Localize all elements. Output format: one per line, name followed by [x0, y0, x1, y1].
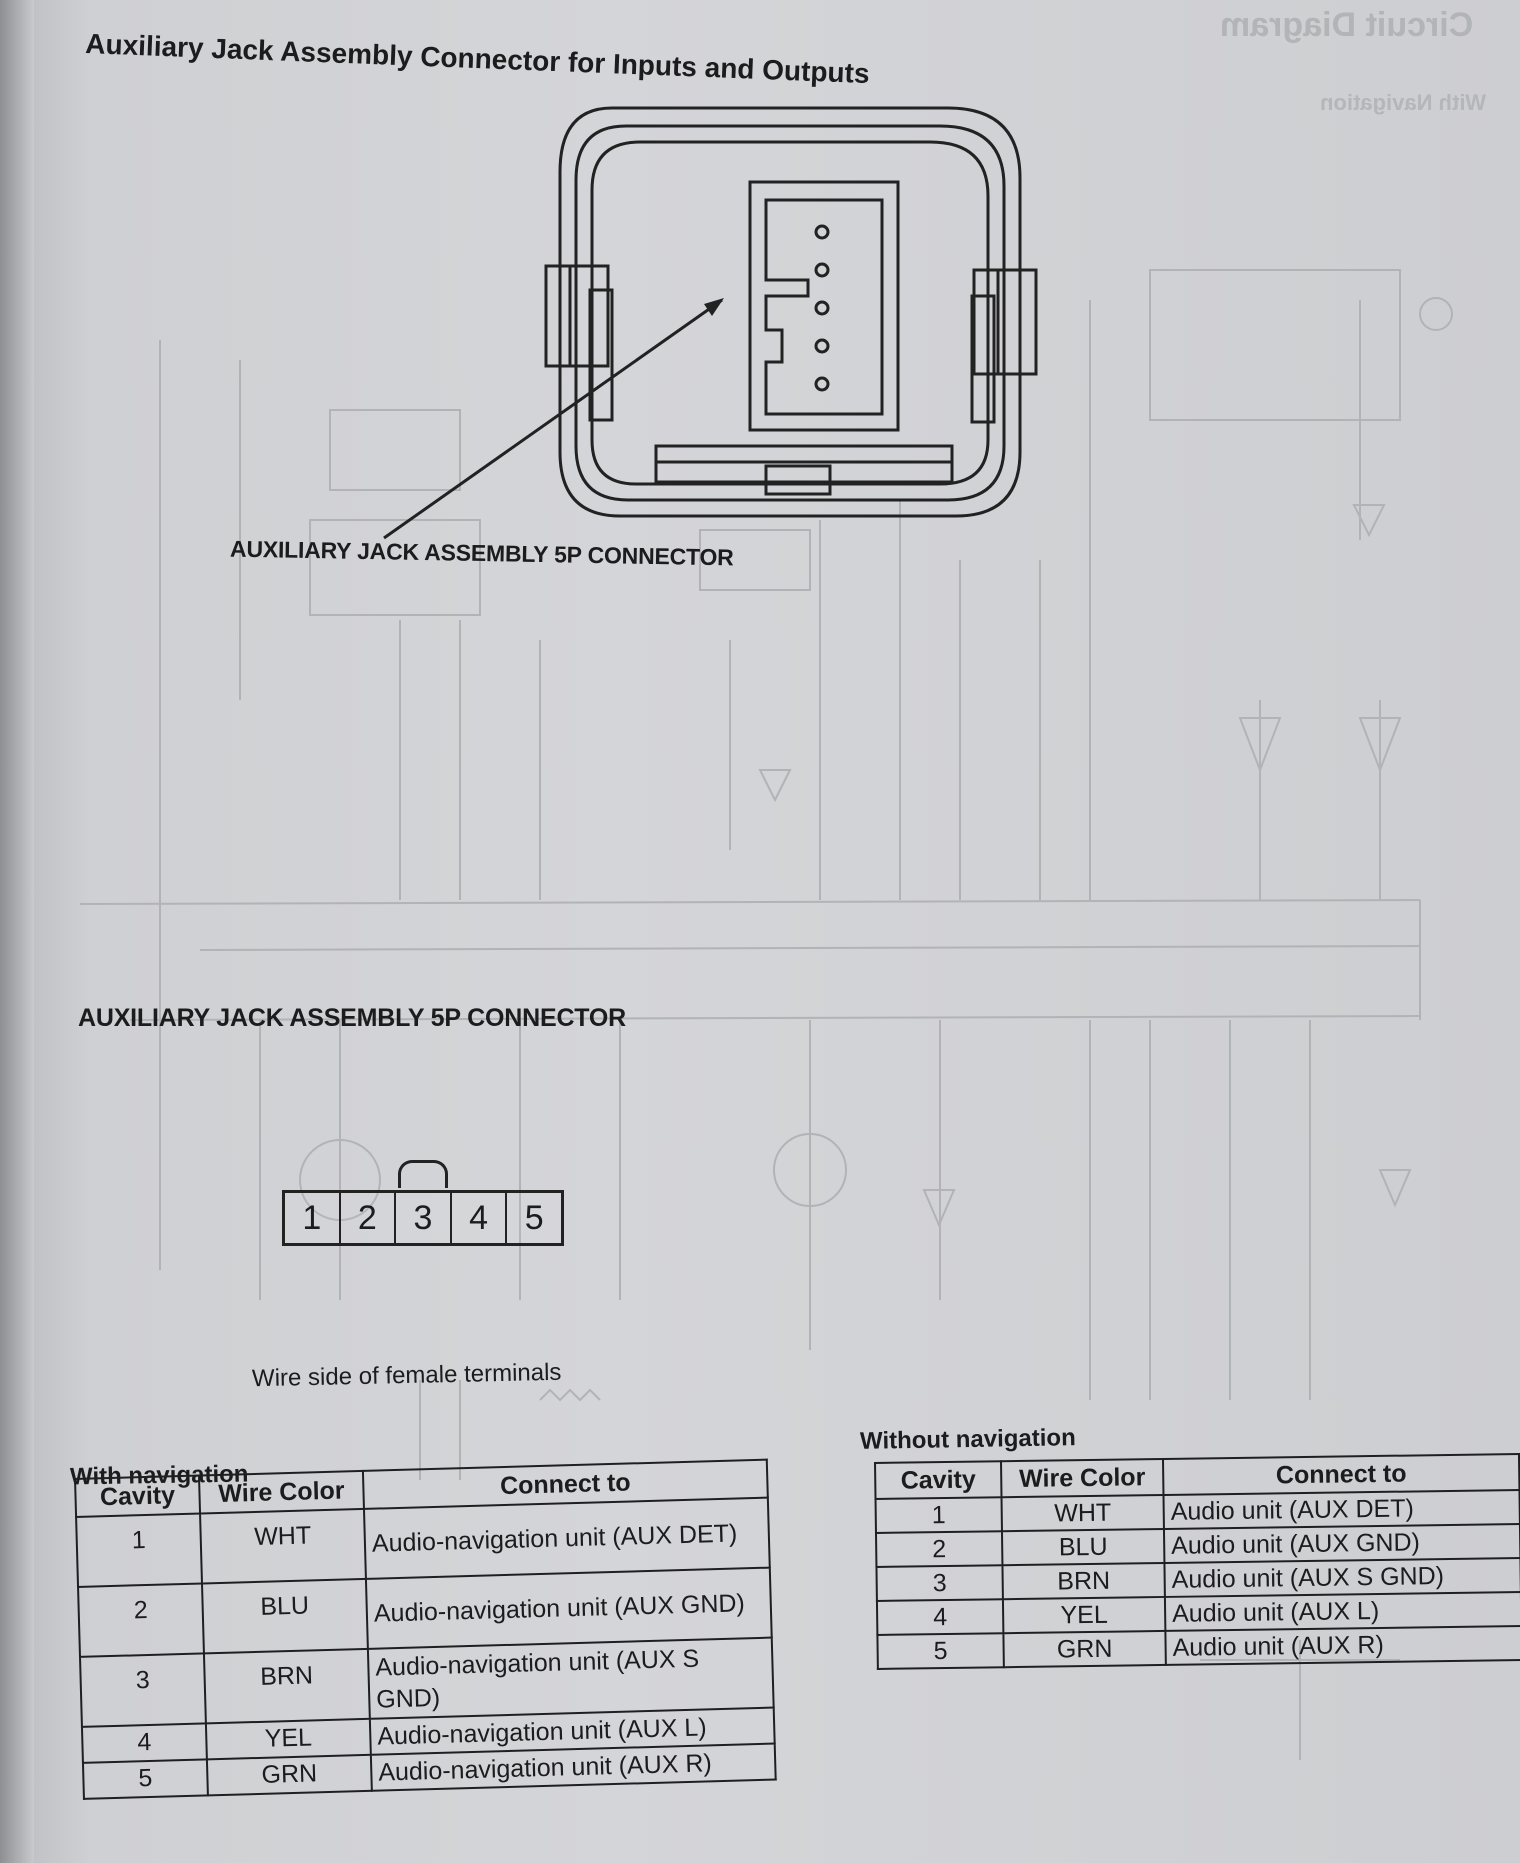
cavity-cell: 5: [877, 1633, 1004, 1669]
connect-to-cell: Audio-navigation unit (AUX GND): [365, 1567, 772, 1649]
wire-color-cell: BLU: [1001, 1528, 1165, 1566]
connect-to-cell: Audio-navigation unit (AUX S GND): [367, 1637, 774, 1719]
cavity-cell: 1: [875, 1497, 1002, 1533]
pin-2: 2: [341, 1193, 397, 1243]
wire-color-cell: WHT: [1001, 1494, 1164, 1532]
section-heading: AUXILIARY JACK ASSEMBLY 5P CONNECTOR: [78, 1004, 627, 1032]
column-header-connect-to: Connect to: [1162, 1453, 1520, 1495]
without-navigation-table: Cavity Wire Color Connect to 1 WHT Audio…: [874, 1453, 1520, 1670]
cavity-cell: 2: [78, 1583, 204, 1657]
wire-color-cell: YEL: [1002, 1596, 1166, 1634]
without-navigation-caption: Without navigation: [859, 1424, 1076, 1455]
pin-4: 4: [452, 1193, 508, 1243]
connect-to-cell: Audio unit (AUX L): [1164, 1591, 1520, 1631]
wire-color-cell: BRN: [1002, 1562, 1165, 1600]
connect-to-cell: Audio unit (AUX GND): [1163, 1523, 1520, 1563]
connect-to-cell: Audio-navigation unit (AUX DET): [363, 1497, 770, 1579]
column-header-cavity: Cavity: [875, 1461, 1002, 1499]
wire-color-cell: BRN: [203, 1648, 370, 1724]
connect-to-cell: Audio unit (AUX DET): [1163, 1489, 1520, 1529]
cavity-cell: 3: [876, 1565, 1003, 1601]
connector-latch: [398, 1160, 448, 1188]
wire-color-cell: WHT: [200, 1508, 366, 1584]
column-header-wire-color: Wire Color: [198, 1470, 364, 1514]
connect-to-cell: Audio unit (AUX S GND): [1164, 1557, 1520, 1597]
wire-color-cell: BLU: [201, 1578, 368, 1654]
connect-to-cell: Audio unit (AUX R): [1165, 1625, 1520, 1665]
pin-5: 5: [524, 1198, 544, 1237]
pin-1: 1: [285, 1193, 341, 1243]
cavity-cell: 2: [875, 1531, 1003, 1567]
wire-color-cell: GRN: [206, 1754, 372, 1796]
cavity-cell: 5: [82, 1759, 208, 1799]
cavity-cell: 3: [79, 1653, 206, 1727]
cavity-cell: 1: [76, 1513, 202, 1587]
cavity-cell: 4: [876, 1599, 1004, 1635]
connector-pin-diagram: 1 2 3 4 5: [282, 1190, 564, 1246]
pin-3: 3: [396, 1193, 452, 1243]
page-binding-shadow: [0, 0, 34, 1863]
wire-color-cell: YEL: [205, 1718, 371, 1760]
cavity-cell: 4: [81, 1723, 207, 1763]
column-header-wire-color: Wire Color: [1001, 1458, 1164, 1498]
with-navigation-table: Cavity Wire Color Connect to 1 WHT Audio…: [74, 1459, 777, 1800]
wire-color-cell: GRN: [1003, 1630, 1166, 1668]
leader-arrowhead: [704, 298, 724, 316]
column-header-cavity: Cavity: [75, 1475, 201, 1517]
